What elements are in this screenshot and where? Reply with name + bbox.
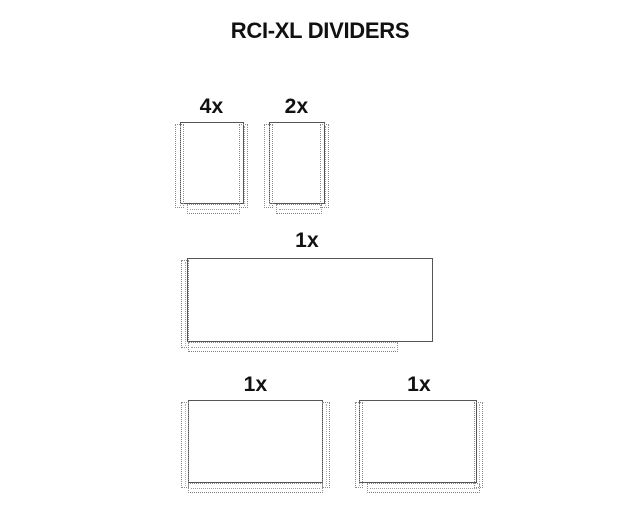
bottom-flap (367, 483, 480, 493)
bottom-flap (188, 483, 323, 493)
divider-panel (188, 400, 323, 483)
divider-group-4x: 4x (175, 96, 248, 216)
velcro-strip-left (181, 260, 189, 348)
quantity-label: 1x (407, 373, 431, 396)
velcro-strip-right (239, 124, 248, 208)
divider-group-2x: 2x (264, 96, 329, 216)
velcro-strip-right (320, 124, 329, 208)
divider-panel (269, 122, 325, 204)
velcro-strip-right (474, 402, 483, 488)
divider-group-medium-left: 1x (181, 374, 330, 496)
bottom-flap (276, 204, 322, 214)
bottom-flap (187, 204, 240, 214)
quantity-label: 2x (284, 95, 309, 118)
velcro-strip-right (322, 402, 330, 488)
divider-group-medium-right: 1x (355, 374, 483, 496)
quantity-label: 1x (243, 373, 268, 396)
divider-group-long: 1x (181, 230, 433, 354)
velcro-strip-left (181, 402, 189, 488)
quantity-label: 4x (199, 95, 224, 118)
quantity-label: 1x (295, 229, 319, 252)
velcro-strip-left (175, 124, 184, 208)
velcro-strip-left (355, 402, 363, 488)
page-title: RCI-XL DIVIDERS (230, 18, 410, 43)
velcro-strip-left (264, 124, 273, 208)
bottom-flap (188, 342, 398, 352)
divider-panel (180, 122, 244, 204)
divider-panel (359, 400, 477, 483)
divider-panel (187, 258, 433, 342)
